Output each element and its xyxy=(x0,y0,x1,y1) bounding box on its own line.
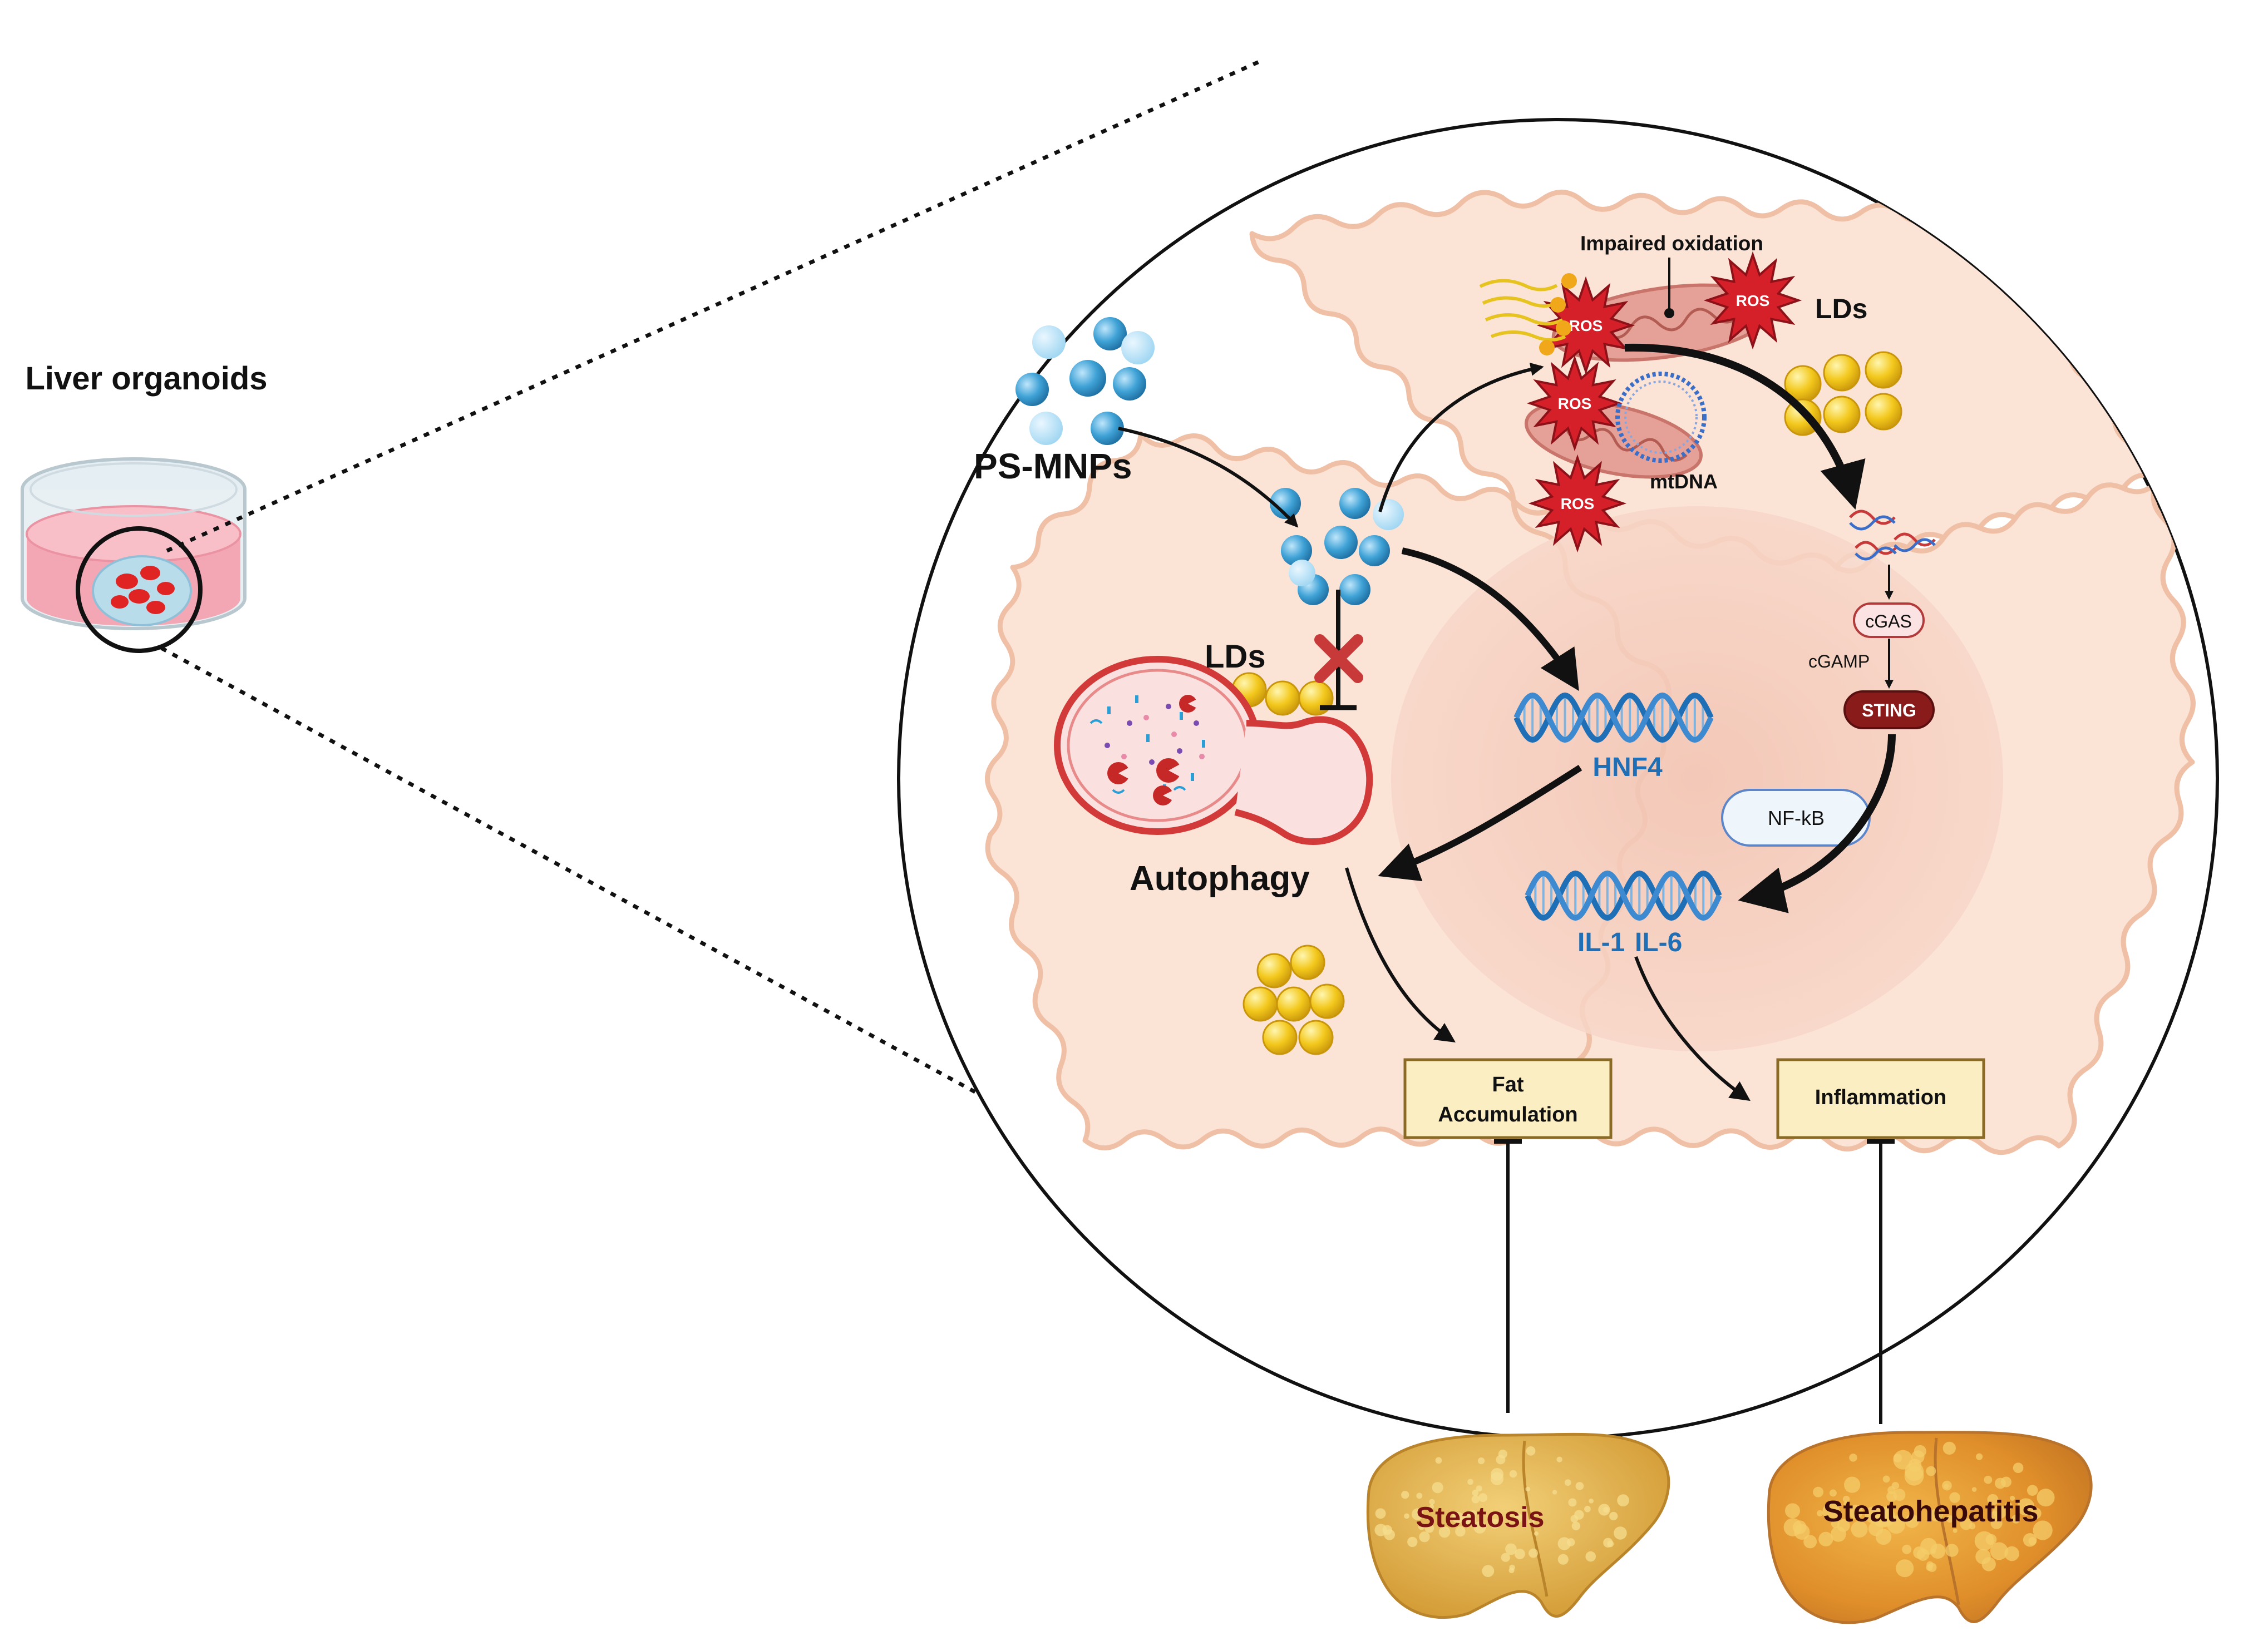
cgamp-label: cGAMP xyxy=(1808,651,1870,671)
nanoparticle-icon xyxy=(1359,535,1390,566)
lds-left-label: LDs xyxy=(1205,639,1266,675)
nanoparticle-icon xyxy=(1032,325,1066,359)
arrow-mito-to-cgas xyxy=(1624,343,1866,510)
nanoparticle-icon xyxy=(1324,526,1358,559)
nanoparticle-icon xyxy=(1281,535,1312,566)
nanoparticle-icon xyxy=(1015,373,1049,406)
ros-burst-icon: ROS xyxy=(1526,355,1623,452)
lipid-droplet-icon xyxy=(1276,986,1312,1022)
nanoparticle-icon xyxy=(1113,367,1146,401)
arrow-il-to-inflammation xyxy=(1634,956,1751,1101)
arrow-psmnps-to-cell xyxy=(1118,427,1299,528)
nanoparticle-icon xyxy=(1339,574,1370,605)
ros-burst-icon: ROS xyxy=(1528,454,1627,553)
cytosolic-dna-icon xyxy=(1849,510,1936,561)
lds-top-label: LDs xyxy=(1815,293,1867,324)
lipid-droplet-icon xyxy=(1243,986,1278,1022)
glycerol-head-icon xyxy=(1539,273,1577,355)
steatohepatitis-label: Steatohepatitis xyxy=(1823,1495,2038,1528)
liver-icon xyxy=(1366,1432,1670,1619)
cgas-label: cGAS xyxy=(1865,611,1912,631)
lipid-droplet-icon xyxy=(1256,953,1292,988)
dna-helix-icon xyxy=(1513,692,1714,743)
fat-accumulation-line1: Fat xyxy=(1492,1073,1524,1096)
nfkb-label: NF-kB xyxy=(1768,807,1825,829)
liver-icon xyxy=(1767,1431,2093,1624)
ros-label: ROS xyxy=(1558,395,1592,412)
ps-mnps-label: PS-MNPs xyxy=(974,446,1132,486)
lipid-droplet-icon xyxy=(1823,396,1861,433)
impaired-oxidation-label: Impaired oxidation xyxy=(1580,232,1763,255)
steatosis-label: Steatosis xyxy=(1416,1501,1544,1534)
fat-accumulation-line2: Accumulation xyxy=(1438,1103,1577,1126)
ros-label: ROS xyxy=(1561,495,1595,512)
lipid-droplet-icon xyxy=(1309,983,1345,1019)
fat-accumulation-box xyxy=(1403,1058,1613,1139)
lipid-droplet-icon xyxy=(1298,1020,1334,1055)
nanoparticle-icon xyxy=(1069,360,1106,397)
nanoparticle-icon xyxy=(1093,317,1127,350)
lipid-droplet-icon xyxy=(1865,393,1902,431)
mtdna-label: mtDNA xyxy=(1650,470,1718,493)
nanoparticle-icon xyxy=(1289,560,1315,586)
il6-label: IL-6 xyxy=(1635,928,1682,957)
lipid-droplet-icon xyxy=(1823,354,1861,392)
ros-burst-icon: ROS xyxy=(1536,276,1635,375)
mtdna-ring xyxy=(1615,372,1707,463)
fatty-acid-icon xyxy=(1479,279,1566,342)
zoom-line-top xyxy=(166,59,1261,553)
autolysosome-icon xyxy=(1054,656,1373,845)
inflammation-box xyxy=(1776,1058,1985,1139)
arrow-sting-to-il xyxy=(1738,734,1896,913)
sting-box xyxy=(1843,690,1935,729)
cgas-box xyxy=(1853,602,1925,638)
arrow-nps-to-hnf4 xyxy=(1401,547,1579,691)
nanoparticle-icon xyxy=(1270,488,1301,519)
inflammation-label: Inflammation xyxy=(1815,1086,1946,1109)
lipid-droplet-icon xyxy=(1265,680,1300,716)
culture-dish-icon xyxy=(21,457,246,653)
autophagy-label: Autophagy xyxy=(1130,859,1310,898)
arrow-autophagy-to-fat xyxy=(1345,867,1456,1042)
lipid-droplet-icon xyxy=(1865,351,1902,389)
nanoparticle-icon xyxy=(1339,488,1370,519)
lipid-droplet-icon xyxy=(1290,945,1325,980)
liver-organoids-label: Liver organoids xyxy=(25,360,267,397)
nanoparticle-icon xyxy=(1121,331,1155,364)
arrow-hnf4-to-autophagy xyxy=(1378,764,1582,882)
block-x-icon xyxy=(1314,634,1363,683)
nanoparticle-icon xyxy=(1091,412,1124,445)
ros-label: ROS xyxy=(1569,317,1603,334)
nanoparticle-icon xyxy=(1029,412,1063,445)
lysosomal-enzyme-icon xyxy=(1107,695,1198,805)
arrow-nps-to-mitochondria xyxy=(1378,363,1544,512)
ros-label: ROS xyxy=(1736,292,1770,309)
dna-helix-icon xyxy=(1525,870,1722,921)
nanoparticle-icon xyxy=(1373,499,1404,530)
lipid-droplet-icon xyxy=(1262,1020,1298,1055)
ros-burst-icon: ROS xyxy=(1703,251,1802,350)
sting-label: STING xyxy=(1862,700,1916,720)
hnf4-label: HNF4 xyxy=(1592,753,1663,782)
il1-label: IL-1 xyxy=(1577,928,1625,957)
